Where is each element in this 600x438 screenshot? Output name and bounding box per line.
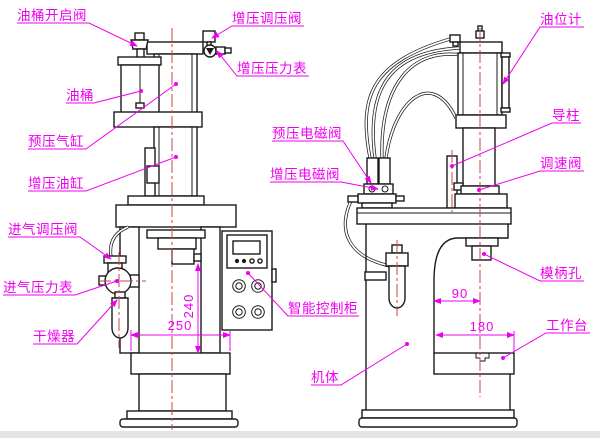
cabinet-buttons: [232, 279, 265, 319]
label-intake-regulator-valve: 进气调压阀: [8, 222, 78, 237]
dryer-side: [364, 244, 409, 309]
label-preload-solenoid-valve: 预压电磁阀: [272, 126, 342, 141]
base-side-upper: [361, 409, 515, 419]
bottom-edge-strip: [0, 431, 600, 438]
front-view: [98, 30, 277, 428]
ram-flange: [146, 229, 206, 239]
label-speed-control-valve: 调速阀: [540, 156, 582, 171]
label-boost-regulator-valve: 增压调压阀: [232, 11, 302, 26]
oil-level-gauge: [501, 56, 510, 109]
centerlines: [98, 28, 481, 430]
hoses: [343, 37, 463, 268]
cylinder-foot: [127, 195, 205, 206]
oil-barrel-open-valve: [130, 32, 149, 59]
machine-column-right: [200, 226, 221, 354]
dim-front-table-width: 250: [167, 318, 193, 333]
label-oil-tank-open-valve: 油桶开启阀: [17, 8, 87, 23]
label-boost-pressure-gauge: 增压压力表: [237, 61, 307, 76]
dim-side-table-depth: 180: [469, 319, 495, 334]
label-worktable: 工作台: [546, 318, 588, 333]
label-smart-control-cabinet: 智能控制柜: [288, 301, 358, 316]
solenoid-valves: [347, 157, 405, 209]
boost-solenoid-valve: [378, 157, 391, 185]
label-machine-body: 机体: [311, 370, 339, 385]
head-plate: [115, 204, 237, 228]
machine-body-side: [365, 224, 511, 410]
base-front-upper: [126, 410, 233, 420]
worktable-side: [433, 352, 515, 375]
die-shank-hole: [471, 245, 492, 261]
boost-regulator-valve: [202, 30, 216, 47]
base-front-lower: [119, 418, 239, 428]
oil-barrel-lip: [117, 56, 162, 66]
smart-control-cabinet: [221, 230, 277, 331]
cylinder-top-cap: [146, 41, 204, 55]
worktable-front: [130, 352, 231, 375]
label-oil-tank: 油桶: [66, 88, 94, 103]
t-slot: [475, 353, 490, 362]
dimension-lines: [130, 263, 515, 354]
label-preload-air-cylinder: 预压气缸: [28, 134, 84, 149]
dim-side-throat-depth: 90: [451, 286, 469, 301]
label-oil-level-gauge: 油位计: [540, 12, 582, 27]
label-intake-pressure-gauge: 进气压力表: [3, 280, 73, 295]
ram-punch: [171, 248, 195, 265]
side-ram-flange: [465, 237, 499, 247]
label-leaders: [3, 22, 590, 386]
ram-clamp: [157, 237, 197, 250]
side-collar: [455, 114, 507, 129]
side-top-plate: [356, 207, 512, 225]
cabinet-screen: [232, 240, 261, 255]
label-dryer: 干燥器: [33, 329, 75, 344]
base-side-lower: [358, 417, 518, 428]
boost-oil-cylinder: [153, 126, 198, 197]
lower-body-front: [138, 373, 227, 412]
dim-front-daylight-height: 240: [181, 293, 196, 319]
dryer-front: [111, 291, 129, 339]
label-boost-solenoid-valve: 增压电磁阀: [270, 167, 340, 182]
side-cylinder-cap: [459, 41, 503, 54]
label-die-shank-hole: 模柄孔: [540, 266, 582, 281]
label-boost-oil-cylinder: 增压油缸: [28, 176, 84, 191]
label-guide-column: 导柱: [552, 108, 580, 123]
